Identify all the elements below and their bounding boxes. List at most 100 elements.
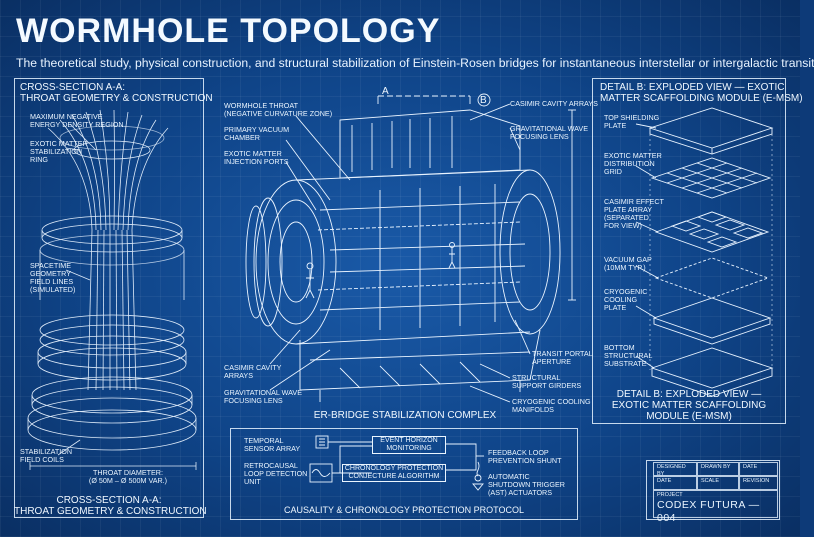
event-horizon-line2: MONITORING (386, 445, 432, 452)
right-heading-line2: MATTER SCAFFOLDING MODULE (E-MSM) (600, 93, 803, 104)
tb-designed-by-label: DESIGNED BY (657, 464, 686, 477)
layer-substrate-line2: STRUCTURAL (604, 351, 653, 360)
layer-vacuum-gap-line2: (10mm TYP.) (604, 263, 646, 272)
label-field-lines-line3: FIELD LINES (30, 277, 74, 286)
proto-temporal-line1: TEMPORAL (244, 436, 284, 445)
layer-top-shielding-line2: PLATE (604, 121, 627, 130)
title-block-frame (646, 460, 780, 520)
label-grav-top-line2: FOCUSING LENS (510, 132, 569, 141)
proto-auto-line2: SHUTDOWN TRIGGER (488, 480, 565, 489)
left-caption-line2: THROAT GEOMETRY & CONSTRUCTION (14, 506, 207, 517)
tb-revision-label: REVISION (743, 478, 770, 484)
right-caption-line1: DETAIL B: EXPLODED VIEW — (616, 389, 762, 400)
right-heading-line1: DETAIL B: EXPLODED VIEW — EXOTIC (600, 82, 785, 93)
layer-substrate-line3: SUBSTRATE (604, 359, 647, 368)
label-casimir-bottom-line1: CASIMIR CAVITY (224, 363, 282, 372)
label-exotic-ring-line2: STABILIZATION (30, 147, 83, 156)
layer-casimir-array-line2: PLATE ARRAY (604, 205, 653, 214)
label-exotic-ring-line1: EXOTIC MATTER (30, 139, 88, 148)
label-vacuum-line2: CHAMBER (224, 133, 260, 142)
section-marker-b: B (480, 95, 487, 106)
proto-temporal-line2: SENSOR ARRAY (244, 444, 301, 453)
tb-date1-label: DATE (743, 464, 758, 470)
proto-feedback-line2: PREVENTION SHUNT (488, 456, 562, 465)
section-marker-a: A (382, 86, 389, 97)
layer-cooling-plate-line2: COOLING (604, 295, 638, 304)
label-throat-line2: (NEGATIVE CURVATURE ZONE) (224, 109, 333, 118)
event-horizon-box: EVENT HORIZON MONITORING (372, 436, 446, 454)
label-max-energy-line1: MAXIMUM NEGATIVE (30, 112, 103, 121)
label-diameter-line1: THROAT DIAMETER: (92, 468, 163, 477)
tb-scale: SCALE (697, 476, 739, 490)
chronology-box: CHRONOLOGY PROTECTION CONJECTURE ALGORIT… (342, 464, 446, 482)
tb-drawn-by-label: DRAWN BY (701, 464, 731, 470)
tb-date2: DATE (653, 476, 697, 490)
left-heading-line2: THROAT GEOMETRY & CONSTRUCTION (20, 93, 213, 104)
proto-retro-line2: LOOP DETECTION (244, 469, 308, 478)
left-caption-line1: CROSS-SECTION A-A: (56, 495, 162, 506)
label-diameter-line2: (Ø 50m – Ø 500m VAR.) (88, 476, 168, 485)
layer-substrate-line1: BOTTOM (604, 343, 635, 352)
tb-revision: REVISION (739, 476, 778, 490)
proto-feedback-line1: FEEDBACK LOOP (488, 448, 549, 457)
layer-casimir-array-line3: (SEPARATED (604, 213, 649, 222)
tb-project-label: PROJECT (657, 492, 683, 498)
layer-casimir-array-line4: FOR VIEW) (604, 221, 642, 230)
layer-top-shielding-line1: TOP SHIELDING (604, 113, 660, 122)
label-portal-line1: TRANSIT PORTAL (532, 349, 593, 358)
tb-scale-label: SCALE (701, 478, 720, 484)
label-injection-line1: EXOTIC MATTER (224, 149, 282, 158)
layer-casimir-array-line1: CASIMIR EFFECT (604, 197, 664, 206)
tb-drawn-by: DRAWN BY (697, 462, 739, 476)
layer-distribution-grid-line3: GRID (604, 167, 622, 176)
page-subtitle: The theoretical study, physical construc… (16, 56, 814, 70)
layer-vacuum-gap-line1: VACUUM GAP (604, 255, 652, 264)
right-caption-line2: EXOTIC MATTER SCAFFOLDING (611, 400, 767, 411)
label-field-lines-line2: GEOMETRY (30, 269, 72, 278)
label-casimir-bottom-line2: ARRAYS (224, 371, 254, 380)
left-panel-frame (14, 78, 204, 518)
layer-distribution-grid-line2: DISTRIBUTION (604, 159, 655, 168)
label-field-lines-line4: (SIMULATED) (30, 285, 76, 294)
chronology-line2: CONJECTURE ALGORITHM (348, 473, 440, 480)
page-title: WORMHOLE TOPOLOGY (16, 12, 441, 50)
center-caption: ER-BRIDGE STABILIZATION COMPLEX (313, 410, 497, 421)
tb-date1: DATE (739, 462, 778, 476)
label-injection-line2: INJECTION PORTS (224, 157, 289, 166)
proto-auto-line1: AUTOMATIC (488, 472, 530, 481)
chronology-line1: CHRONOLOGY PROTECTION (344, 465, 444, 472)
label-coils-line2: FIELD COILS (20, 455, 64, 464)
event-horizon-line1: EVENT HORIZON (380, 437, 438, 444)
label-manifolds-line1: CRYOGENIC COOLING (512, 397, 591, 406)
tb-project: PROJECT CODEX FUTURA — 004 (653, 490, 778, 524)
layer-distribution-grid-line1: EXOTIC MATTER (604, 151, 662, 160)
layer-cooling-plate-line1: CRYOGENIC (604, 287, 648, 296)
label-field-lines-line1: SPACETIME (30, 261, 72, 270)
label-grav-bottom-line2: FOCUSING LENS (224, 396, 283, 405)
layer-cooling-plate-line3: PLATE (604, 303, 627, 312)
label-grav-bottom-line1: GRAVITATIONAL WAVE (224, 388, 303, 397)
right-caption-line3: MODULE (E-MSM) (646, 411, 732, 422)
left-heading-line1: CROSS-SECTION A-A: (20, 82, 126, 93)
proto-retro-line1: RETROCAUSAL (244, 461, 298, 470)
protocol-caption: CAUSALITY & CHRONOLOGY PROTECTION PROTOC… (283, 505, 525, 515)
tb-project-name: CODEX FUTURA — 004 (657, 499, 760, 524)
label-manifolds-line2: MANIFOLDS (512, 405, 554, 414)
proto-retro-line3: UNIT (244, 477, 261, 486)
protocol-panel-frame (230, 428, 578, 520)
label-casimir-top: CASIMIR CAVITY ARRAYS (510, 99, 598, 108)
label-girders-line2: SUPPORT GIRDERS (512, 381, 582, 390)
tb-designed-by: DESIGNED BY (653, 462, 697, 477)
proto-auto-line3: (AST) ACTUATORS (488, 488, 553, 497)
right-panel-frame (592, 78, 786, 424)
label-grav-top-line1: GRAVITATIONAL WAVE (510, 124, 589, 133)
label-exotic-ring-line3: RING (30, 155, 48, 164)
tb-date2-label: DATE (657, 478, 672, 484)
label-portal-line2: APERTURE (532, 357, 572, 366)
label-coils-line1: STABILIZATION (20, 447, 73, 456)
